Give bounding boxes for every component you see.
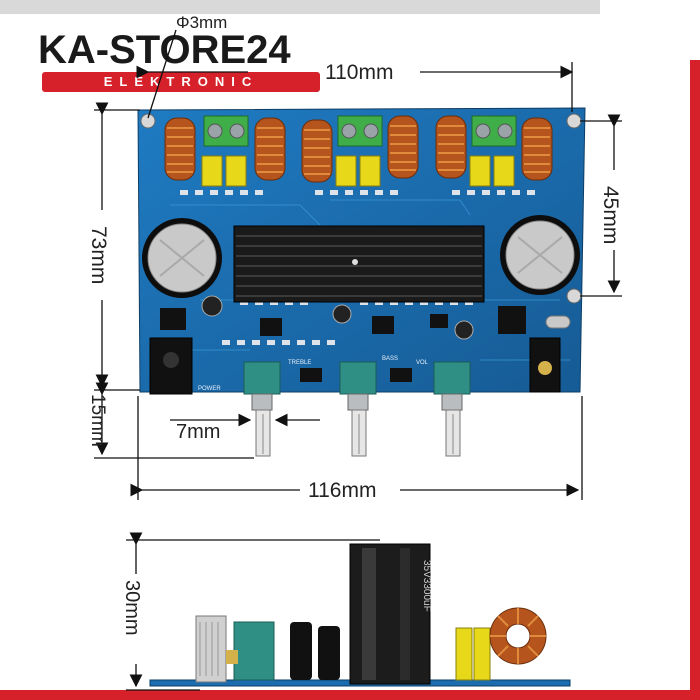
channel-right [435, 115, 553, 187]
heatsink [233, 225, 485, 303]
power-jack [149, 337, 193, 395]
mounting-hole [566, 288, 582, 304]
side-view [149, 543, 571, 687]
dim-board-height: 73mm [87, 226, 110, 284]
dim-board-width: 116mm [308, 479, 376, 502]
vol-label: VOL [416, 360, 429, 366]
dim-total-height: 30mm [121, 580, 143, 636]
channel-left [164, 115, 286, 187]
large-capacitor [500, 215, 580, 295]
potentiometer-bass [339, 361, 377, 457]
dim-knob-diameter: 7mm [176, 421, 220, 443]
dim-knob-height: 15mm [87, 394, 108, 447]
dim-hole: Φ3mm [176, 13, 227, 32]
dim-hole-spacing-height: 45mm [599, 186, 622, 244]
top-gray-frame [0, 0, 600, 14]
channel-middle [301, 115, 419, 187]
dim-hole-spacing-width: 110mm [325, 61, 393, 84]
mounting-hole [140, 113, 156, 129]
brand-tagline: ELEKTRONIC [42, 72, 320, 92]
large-capacitor [142, 218, 222, 298]
right-red-frame [690, 60, 700, 700]
treble-label: TREBLE [288, 360, 311, 366]
potentiometer-treble [243, 361, 281, 457]
bottom-red-frame [0, 690, 700, 700]
mounting-hole [566, 113, 582, 129]
ic-chips [160, 306, 526, 382]
potentiometer-volume [433, 361, 471, 457]
capacitor-label: 35V3300uF [421, 560, 432, 612]
bass-label: BASS [382, 356, 398, 362]
audio-jack [529, 337, 561, 393]
power-label: POWER [198, 386, 221, 392]
dimension-lines [94, 29, 622, 691]
